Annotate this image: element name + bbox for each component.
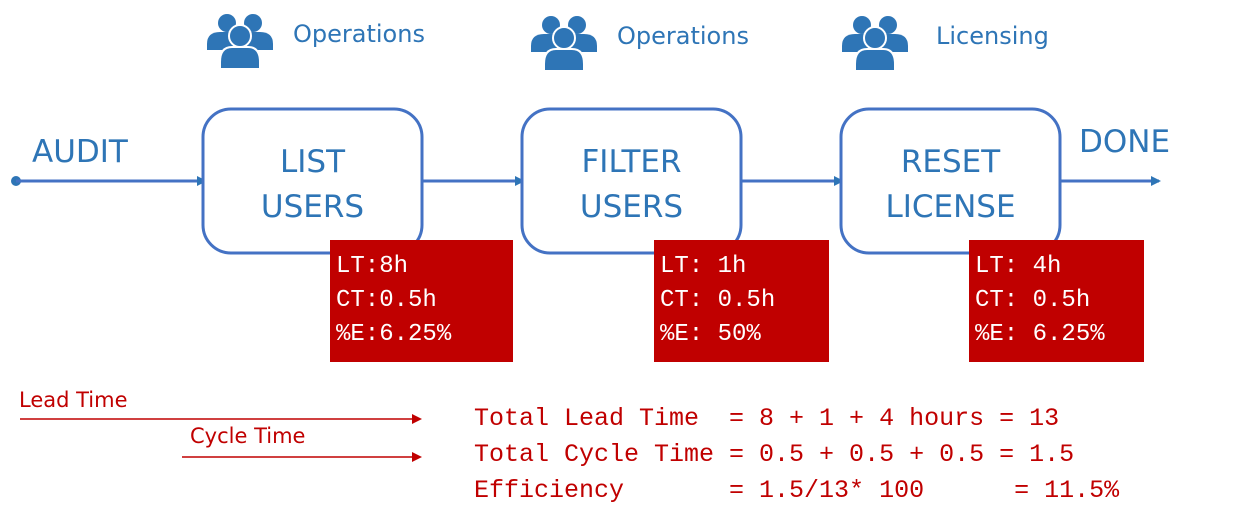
metric-pe-2: %E: 50% bbox=[660, 321, 761, 348]
metrics-box-3 bbox=[969, 240, 1144, 362]
step-name-2: FILTER USERS bbox=[522, 140, 741, 230]
summary-total-lead-time: Total Lead Time = 8 + 1 + 4 hours = 13 bbox=[474, 404, 1060, 433]
metric-lt-1: LT:8h bbox=[336, 253, 409, 280]
metric-ct-3: CT: 0.5h bbox=[975, 287, 1091, 314]
metric-pe-3: %E: 6.25% bbox=[975, 321, 1105, 348]
process-box-list-users bbox=[201, 107, 424, 255]
metric-ct-2: CT: 0.5h bbox=[660, 287, 776, 314]
team-label-3: Licensing bbox=[936, 22, 1049, 50]
team-icon-3 bbox=[841, 15, 909, 72]
flow-start-label: AUDIT bbox=[32, 134, 128, 170]
metrics-box-1 bbox=[330, 240, 513, 362]
step-name-2-line1: FILTER bbox=[581, 144, 682, 180]
step-name-3-line1: RESET bbox=[900, 144, 1001, 180]
team-label-2: Operations bbox=[617, 22, 749, 50]
process-box-filter-users bbox=[520, 107, 743, 255]
metric-lt-3: LT: 4h bbox=[975, 253, 1062, 280]
team-label-1: Operations bbox=[293, 20, 425, 48]
team-icon-2 bbox=[530, 15, 598, 72]
lead-time-label: Lead Time bbox=[19, 388, 128, 412]
cycle-time-label: Cycle Time bbox=[190, 424, 306, 448]
metrics-box-2 bbox=[654, 240, 829, 362]
step-name-3: RESET LICENSE bbox=[841, 140, 1060, 230]
team-icon-1 bbox=[206, 13, 274, 70]
step-name-3-line2: LICENSE bbox=[885, 189, 1016, 225]
flow-end-label: DONE bbox=[1079, 124, 1171, 160]
step-name-1-line2: USERS bbox=[260, 189, 365, 225]
step-name-1: LIST USERS bbox=[203, 140, 422, 230]
metric-pe-1: %E:6.25% bbox=[336, 321, 452, 348]
step-name-2-line2: USERS bbox=[579, 189, 684, 225]
metric-lt-2: LT: 1h bbox=[660, 253, 747, 280]
process-box-reset-license bbox=[839, 107, 1062, 255]
summary-total-cycle-time: Total Cycle Time = 0.5 + 0.5 + 0.5 = 1.5 bbox=[474, 440, 1075, 469]
summary-efficiency: Efficiency = 1.5/13* 100 = 11.5% bbox=[474, 476, 1120, 505]
metric-ct-1: CT:0.5h bbox=[336, 287, 437, 314]
step-name-1-line1: LIST bbox=[279, 144, 346, 180]
